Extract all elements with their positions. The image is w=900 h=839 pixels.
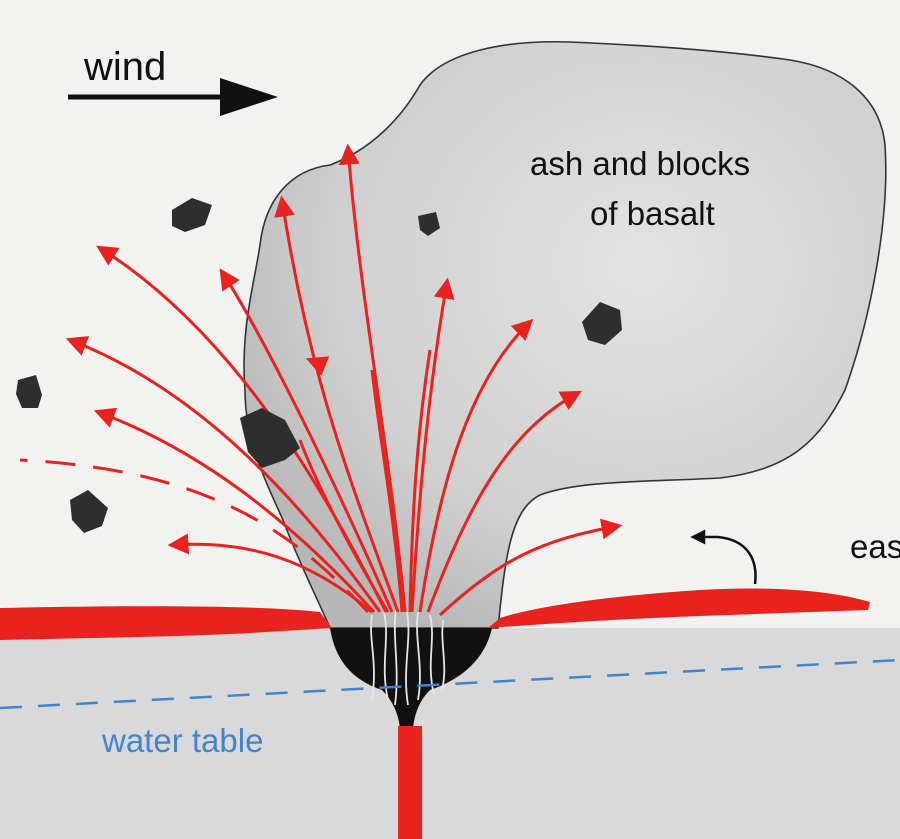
trajectory-arrow [426, 390, 582, 613]
ejecta-trajectories [65, 143, 623, 617]
water-table-label: water table [101, 722, 263, 759]
edge-label: east [850, 528, 900, 565]
trajectory-arrow [298, 439, 390, 613]
wind-label: wind [83, 45, 166, 89]
basalt-blocks [16, 198, 622, 533]
feeder-dike [398, 726, 422, 839]
dashed-trajectory [19, 458, 370, 614]
trajectory-arrow [410, 277, 455, 613]
crater [330, 628, 492, 728]
trajectory-arrow [93, 407, 376, 614]
lava-flow-left [0, 606, 332, 640]
basalt-block [240, 408, 300, 468]
basalt-block [582, 302, 622, 345]
trajectory-arrow [418, 318, 534, 613]
cloud-label-line1: ash and blocks [530, 145, 750, 182]
basalt-block [70, 490, 108, 533]
basalt-block [172, 198, 212, 232]
wind-arrowhead [220, 78, 278, 116]
steam-wisps [370, 609, 446, 706]
lava-flow-right [488, 588, 870, 628]
inner-trajectories [298, 349, 432, 613]
trajectory-arrow [219, 268, 394, 613]
cloud-label-line2: of basalt [590, 195, 715, 232]
trajectory-arrow [65, 336, 382, 613]
trajectory-arrow [370, 369, 404, 613]
ash-cloud [243, 40, 887, 629]
trajectory-arrow [274, 195, 400, 613]
flow-direction-arrow-icon [690, 529, 757, 585]
trajectory-arrow [438, 518, 623, 617]
basalt-block [16, 375, 42, 408]
trajectory-arrow [338, 143, 407, 613]
trajectory-arrow [408, 349, 432, 613]
basalt-block [418, 212, 440, 236]
